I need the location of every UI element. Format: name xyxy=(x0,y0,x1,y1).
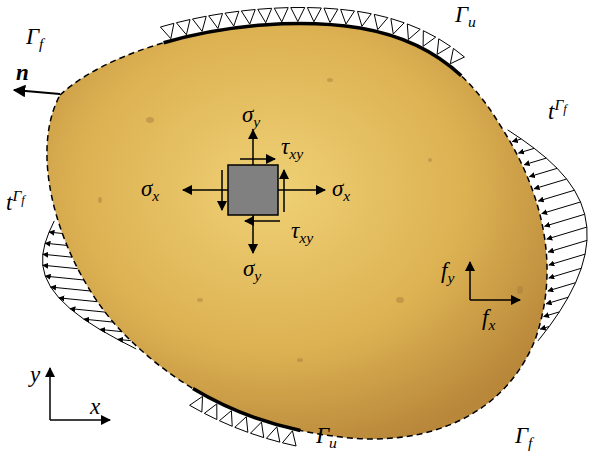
math-label: fx xyxy=(482,305,495,337)
traction-arrow xyxy=(549,254,585,265)
support-triangle xyxy=(391,19,404,34)
support-triangle xyxy=(324,8,338,22)
support-triangle xyxy=(407,24,420,40)
support-triangle xyxy=(450,48,464,63)
traction-arrow xyxy=(545,214,585,226)
support-triangle xyxy=(192,16,206,31)
traction-arrow xyxy=(59,298,98,302)
support-triangle xyxy=(423,31,436,47)
potato-spots xyxy=(98,78,523,362)
support-triangle xyxy=(219,411,232,427)
math-label: τxy xyxy=(281,134,303,166)
normal-vector xyxy=(14,90,60,94)
math-label: Γu xyxy=(455,2,476,34)
support-triangle xyxy=(357,11,371,26)
support-triangle xyxy=(209,14,223,29)
traction-arrow xyxy=(43,254,72,257)
traction-arrow xyxy=(519,148,535,153)
support-triangle xyxy=(307,8,321,22)
boundary-conditions xyxy=(43,8,587,446)
fixed-boundary xyxy=(47,24,547,439)
support-triangle xyxy=(204,404,217,420)
traction-envelope xyxy=(508,130,587,341)
support-triangle xyxy=(274,8,288,22)
traction-arrow xyxy=(534,179,566,189)
math-label: tΓf xyxy=(6,183,25,215)
support-triangle xyxy=(190,396,203,412)
math-label: Γu xyxy=(316,423,337,455)
support-triangle xyxy=(437,39,450,55)
math-label: σy xyxy=(243,256,261,288)
traction-arrow xyxy=(45,276,84,280)
support-triangle xyxy=(176,20,190,35)
math-label: Γf xyxy=(26,24,43,56)
traction-arrow xyxy=(529,168,557,176)
traction-arrow xyxy=(70,309,105,313)
support-triangle xyxy=(282,431,296,446)
traction-arrow xyxy=(542,202,581,214)
support-triangle xyxy=(241,10,255,25)
traction-arrow xyxy=(548,283,576,291)
traction-arrow xyxy=(538,190,574,201)
traction-envelope xyxy=(43,221,136,349)
support-triangle xyxy=(160,23,174,38)
math-label: σx xyxy=(332,176,350,208)
math-label: σy xyxy=(242,102,260,134)
support-triangle xyxy=(291,8,305,22)
math-label: σx xyxy=(141,176,159,208)
stress-element xyxy=(183,130,325,253)
traction-arrow xyxy=(549,268,581,278)
traction-arrow xyxy=(49,232,62,233)
math-label: y xyxy=(30,362,40,387)
math-label: fy xyxy=(441,258,454,290)
math-label: Γf xyxy=(515,423,532,455)
traction-arrow xyxy=(547,227,587,239)
math-label: x xyxy=(90,394,100,419)
support-triangle xyxy=(341,9,355,24)
math-label: n xyxy=(16,60,29,85)
fixed-boundary xyxy=(47,24,547,439)
support-triangle xyxy=(250,422,263,437)
axes xyxy=(50,368,110,420)
traction-arrow xyxy=(45,243,67,245)
traction-arrow xyxy=(524,158,546,165)
support-triangle xyxy=(225,11,239,26)
math-label: tΓf xyxy=(548,92,567,124)
support-triangle xyxy=(266,427,279,442)
traction-arrow xyxy=(43,265,78,269)
traction-arrow xyxy=(51,287,91,291)
support-triangle xyxy=(258,8,272,22)
traction-arrow xyxy=(512,139,521,142)
support-triangle xyxy=(374,14,388,29)
body-force xyxy=(470,262,520,300)
potato-body xyxy=(47,24,547,439)
traction-arrow xyxy=(548,240,587,252)
support-triangle xyxy=(235,417,248,433)
math-label: τxy xyxy=(291,218,313,250)
